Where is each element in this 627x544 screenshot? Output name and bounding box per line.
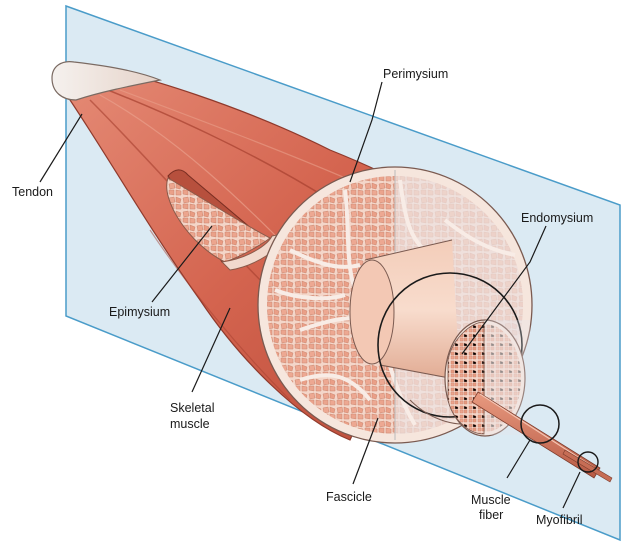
label-muscle-fiber-1: Muscle xyxy=(471,493,511,507)
label-perimysium: Perimysium xyxy=(383,67,448,81)
label-fascicle: Fascicle xyxy=(326,490,372,504)
label-tendon: Tendon xyxy=(12,185,53,199)
label-epimysium: Epimysium xyxy=(109,305,170,319)
label-skeletal-muscle-1: Skeletal xyxy=(170,401,214,415)
label-myofibril: Myofibril xyxy=(536,513,583,527)
label-muscle-fiber-2: fiber xyxy=(479,508,503,522)
label-skeletal-muscle-2: muscle xyxy=(170,417,210,431)
label-endomysium: Endomysium xyxy=(521,211,593,225)
